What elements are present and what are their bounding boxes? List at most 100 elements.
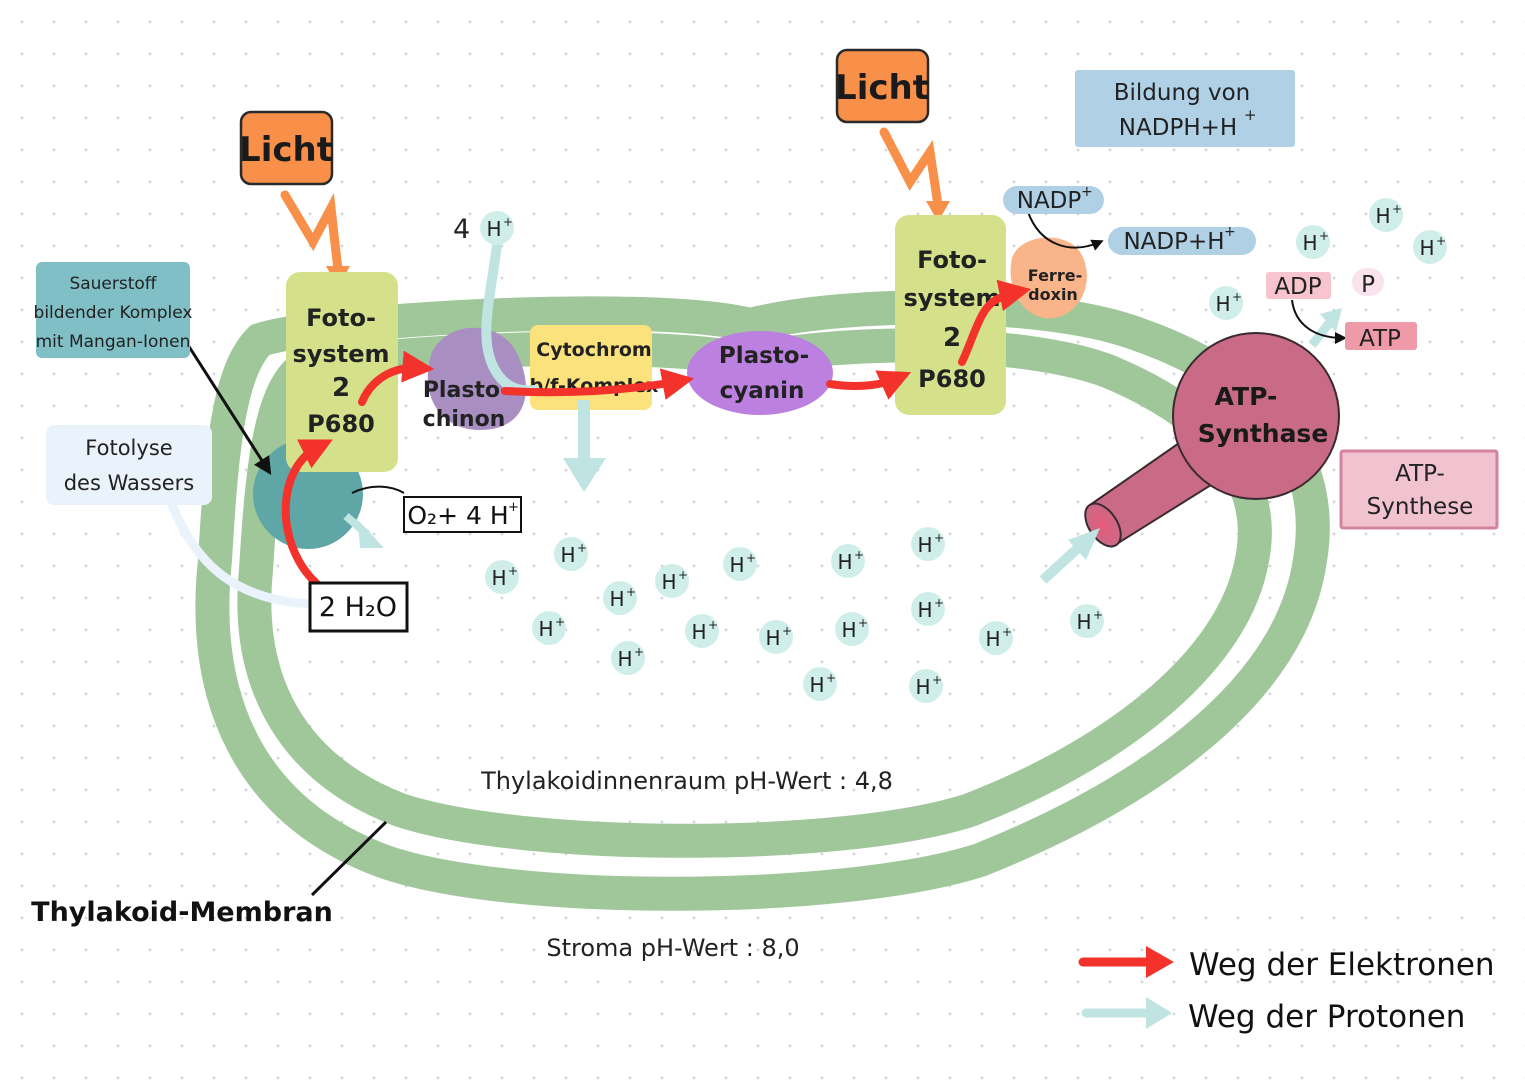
- proton-sup: +: [854, 548, 864, 562]
- bildung-label: NADPH+H: [1119, 115, 1237, 141]
- proton-sup: +: [934, 531, 944, 545]
- proton-arrow-to-synthase: [1039, 544, 1082, 584]
- nadph-sup: +: [1224, 224, 1236, 240]
- nadp-label: NADP: [1017, 188, 1082, 214]
- electron-arrow-to-ps2: [826, 370, 912, 400]
- proton-sup: +: [708, 618, 718, 632]
- o2-box: O₂+ 4 H +: [403, 496, 522, 533]
- membran-label: Thylakoid-Membran: [31, 897, 333, 928]
- legend-electrons-label: Weg der Elektronen: [1189, 947, 1495, 983]
- proton-circle: [1209, 286, 1243, 320]
- atp-synthase-label: Synthase: [1198, 419, 1329, 448]
- ps-label-line: 2: [943, 323, 961, 353]
- proton-sup: +: [826, 671, 836, 685]
- proton-label: H: [491, 566, 506, 590]
- proton-circle: [803, 667, 837, 701]
- proton-circle: [835, 612, 869, 646]
- cytochrom-complex: Cytochrom b/f-Komplex: [530, 325, 658, 410]
- proton-sup: +: [626, 585, 636, 599]
- proton-circle: [1413, 230, 1447, 264]
- sauerstoff-komplex-box: Sauerstoff bildender Komplex mit Mangan-…: [34, 262, 193, 358]
- proton-circle: [554, 537, 588, 571]
- proton-label: H: [617, 647, 632, 671]
- stroma-label: Stroma pH-Wert : 8,0: [546, 934, 799, 962]
- proton-circle: [1369, 198, 1403, 232]
- proton-label: H: [809, 673, 824, 697]
- proton-label: H: [1302, 231, 1317, 255]
- nadph-label: NADP+H: [1123, 229, 1224, 255]
- proton-label: H: [661, 570, 676, 594]
- proton-circle: [831, 544, 865, 578]
- ps-label-line: P680: [918, 365, 986, 393]
- proton-sup: +: [932, 673, 942, 687]
- fotolyse-box: Fotolyse des Wassers: [46, 425, 212, 505]
- atp-label: ATP: [1359, 326, 1401, 352]
- plastocyanin-label: Plasto-: [719, 343, 809, 369]
- proton-arrowhead-o2-icon: [358, 520, 384, 548]
- proton-label: H: [609, 587, 624, 611]
- legend-protons-label: Weg der Protonen: [1188, 999, 1465, 1035]
- proton-sup: +: [1232, 290, 1242, 304]
- proton-circle: [911, 527, 945, 561]
- proton-label: H: [917, 598, 932, 622]
- proton-circle: [1296, 225, 1330, 259]
- ferredoxin-label: doxin: [1028, 285, 1078, 304]
- plastochinon-label: Plasto-: [423, 378, 509, 403]
- proton-sup: +: [634, 645, 644, 659]
- proton-sup: +: [1319, 229, 1329, 243]
- proton-label: H: [917, 533, 932, 557]
- proton-circle: [723, 547, 757, 581]
- legend-electron-arrowhead-icon: [1146, 946, 1174, 978]
- plastochinon-label: chinon: [423, 407, 506, 432]
- proton-sup: +: [1392, 202, 1402, 216]
- photosystem-left: Foto- system 2 P680: [286, 272, 398, 472]
- sauerstoff-label: bildender Komplex: [34, 303, 193, 323]
- ps-label-line: Foto-: [917, 246, 987, 274]
- proton-sup: +: [1002, 625, 1012, 639]
- proton-label: H: [1215, 292, 1230, 316]
- p-pill: P: [1352, 268, 1384, 298]
- o2-sup: +: [508, 500, 519, 515]
- proton-label: H: [915, 675, 930, 699]
- nadp-reaction-arrow: [1027, 211, 1104, 251]
- lightning-bolt-left-icon: [280, 190, 343, 275]
- electron-arrow-to-ferredoxin: [958, 279, 1032, 366]
- proton-arrowhead-atp-icon: [1320, 308, 1342, 332]
- electron-arrow-ps-to-plastochinon: [358, 350, 435, 406]
- bildung-label: Bildung von: [1114, 80, 1250, 106]
- proton-arrowhead-synthase-icon: [1068, 528, 1100, 560]
- proton-circle: [1070, 604, 1104, 638]
- adp-label: ADP: [1274, 274, 1321, 300]
- licht-box-right: Licht: [835, 48, 930, 124]
- proton-sup: +: [577, 541, 587, 555]
- proton-arrow-to-atp: [1308, 319, 1334, 348]
- plastocyanin-label: cyanin: [720, 378, 805, 404]
- licht-box-left: Licht: [239, 110, 334, 186]
- bildung-nadph-box: Bildung von NADPH+H +: [1075, 70, 1295, 147]
- ps-label-line: system: [293, 340, 390, 368]
- legend-proton-arrowhead-icon: [1146, 997, 1172, 1029]
- atp-synthese-box: ATP- Synthese: [1339, 449, 1499, 530]
- atp-pill: ATP: [1345, 322, 1417, 352]
- nadp-sup: +: [1081, 184, 1093, 200]
- proton-label: H: [691, 620, 706, 644]
- proton-group: H+H+H+H+H+H+H+H+H+H+H+H+H+H+H+H+H+H+H+H+…: [480, 198, 1447, 703]
- atp-synthese-label: ATP-: [1395, 461, 1445, 487]
- atp-synthese-label: Synthese: [1367, 494, 1474, 520]
- proton-circle: [655, 564, 689, 598]
- proton-sup: +: [1436, 234, 1446, 248]
- fotolyse-label: des Wassers: [64, 471, 195, 495]
- licht-label: Licht: [239, 130, 333, 170]
- adp-pill: ADP: [1266, 272, 1331, 300]
- proton-label: H: [765, 626, 780, 650]
- electron-arrow-water-to-ps: [281, 439, 333, 592]
- sauerstoff-label: Sauerstoff: [69, 274, 157, 294]
- photosystem-right: Foto- system 2 P680: [895, 215, 1006, 415]
- proton-label: H: [985, 627, 1000, 651]
- proton-sup: +: [782, 624, 792, 638]
- atp-synthase: ATP- Synthase: [1084, 332, 1340, 548]
- water-box: 2 H₂O: [308, 581, 409, 633]
- proton-circle: [911, 592, 945, 626]
- legend: Weg der Elektronen Weg der Protonen: [1078, 946, 1495, 1035]
